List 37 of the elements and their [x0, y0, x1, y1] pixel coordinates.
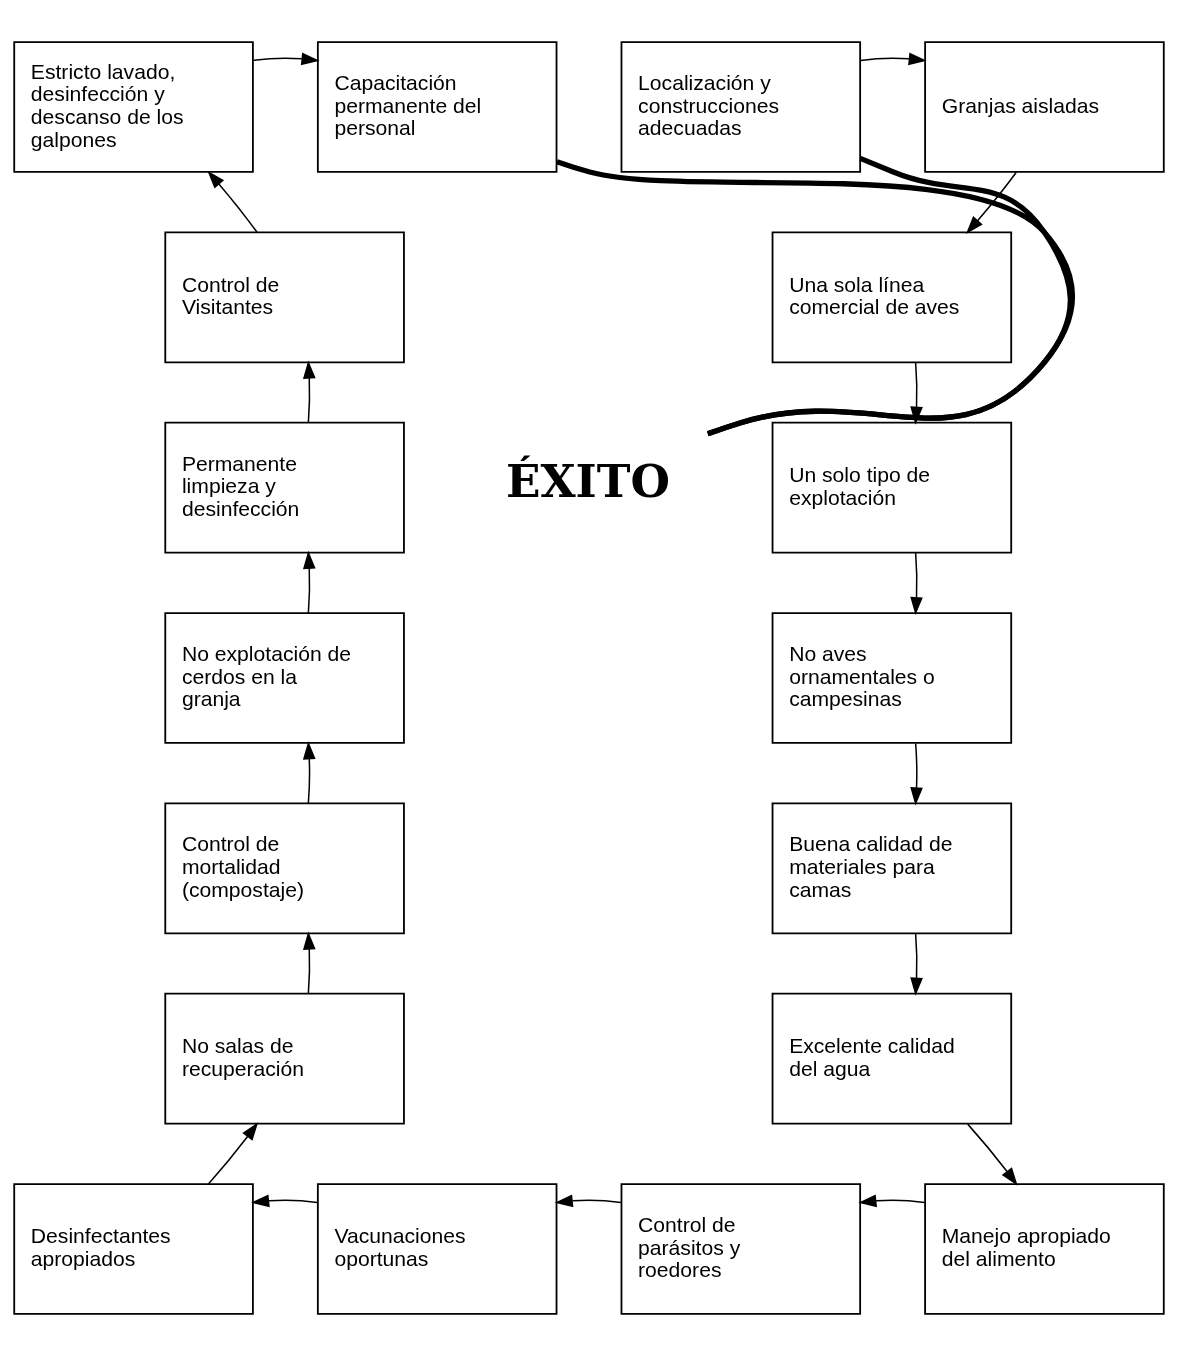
node-box: No explotación de cerdos en la granja: [164, 611, 405, 744]
arrow: [302, 360, 316, 423]
arrow: [910, 932, 923, 996]
arrow: [252, 52, 320, 65]
node-box: No aves ornamentales o campesinas: [771, 611, 1013, 744]
node-text: ÉXITO: [505, 453, 670, 508]
node-box: Manejo apropiado del alimento: [924, 1182, 1165, 1315]
node-box: No salas de recuperación: [164, 992, 405, 1125]
arrow: [207, 170, 258, 233]
arrow: [910, 361, 923, 425]
node-box: Control de parásitos y roedores: [620, 1182, 862, 1315]
node-box: Granjas aisladas: [924, 40, 1165, 173]
node-box: Excelente calidad del agua: [771, 992, 1013, 1125]
arrow: [910, 551, 923, 615]
arrow: [302, 740, 316, 804]
node-box: Control de mortalidad (compostaje): [164, 801, 405, 934]
arrow: [910, 742, 923, 805]
arrow: [207, 1121, 259, 1185]
arrow: [859, 52, 927, 65]
arrow: [554, 1194, 622, 1207]
arrow: [966, 1122, 1018, 1186]
node-box: Capacitación permanente del personal: [316, 40, 558, 173]
arrow: [858, 1194, 926, 1207]
node-box: Desinfectantes apropiados: [13, 1182, 254, 1315]
node-box: Localización y construcciones adecuadas: [620, 40, 862, 173]
node-box: Permanente limpieza y desinfección: [164, 421, 405, 554]
arrow: [965, 171, 1017, 234]
arrow: [302, 931, 316, 994]
node-box: Vacunaciones oportunas: [316, 1182, 558, 1315]
node-box: Estricto lavado, desinfección y descanso de los galpones: [13, 40, 254, 173]
arrow: [302, 550, 316, 614]
node-box: Una sola línea comercial de aves: [771, 230, 1013, 363]
node-box: Un solo tipo de explotación: [771, 421, 1013, 554]
node-box: Control de Visitantes: [164, 230, 405, 363]
arrow: [251, 1194, 318, 1207]
node-box: Buena calidad de materiales para camas: [771, 801, 1013, 934]
connector: [706, 155, 1073, 436]
